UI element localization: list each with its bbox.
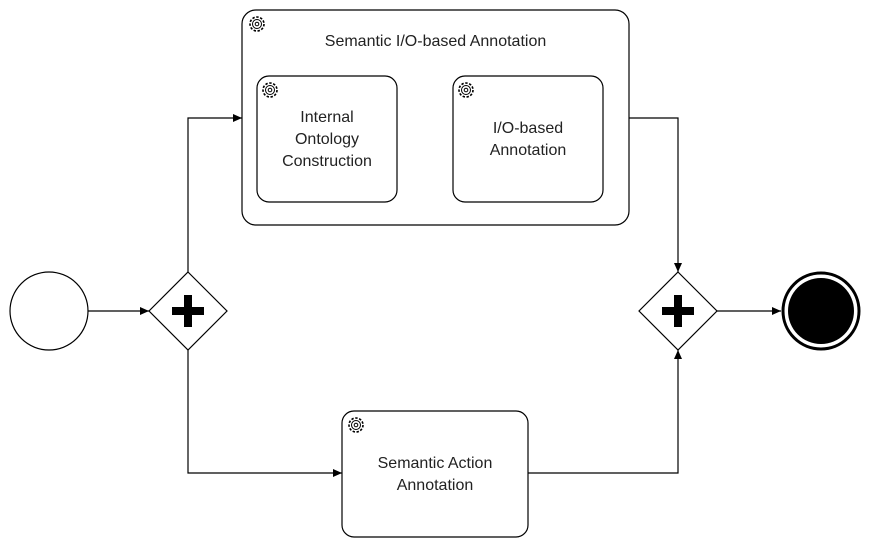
- start-event: [9, 271, 89, 351]
- task-semantic-action-box: [341, 410, 529, 538]
- end-event: [781, 271, 861, 351]
- task-internal-ontology-label: Internal Ontology Construction: [282, 109, 372, 170]
- flow-split-to-action: [187, 350, 342, 477]
- subprocess-label: Semantic I/O-based Annotation: [324, 33, 547, 50]
- task-internal-ontology-box: [256, 75, 398, 203]
- parallel-gateway-split: [148, 271, 228, 351]
- flow-split-to-subprocess: [187, 114, 242, 272]
- flow-action-to-join: [528, 350, 682, 474]
- parallel-gateway-join: [638, 271, 718, 351]
- sequence-flows: [88, 114, 781, 477]
- flow-subprocess-to-join: [629, 117, 682, 272]
- task-io-annotation-box: [452, 75, 604, 203]
- task-semantic-action-label: Semantic Action Annotation: [377, 455, 493, 494]
- task-io-annotation-label: I/O-based Annotation: [489, 120, 567, 159]
